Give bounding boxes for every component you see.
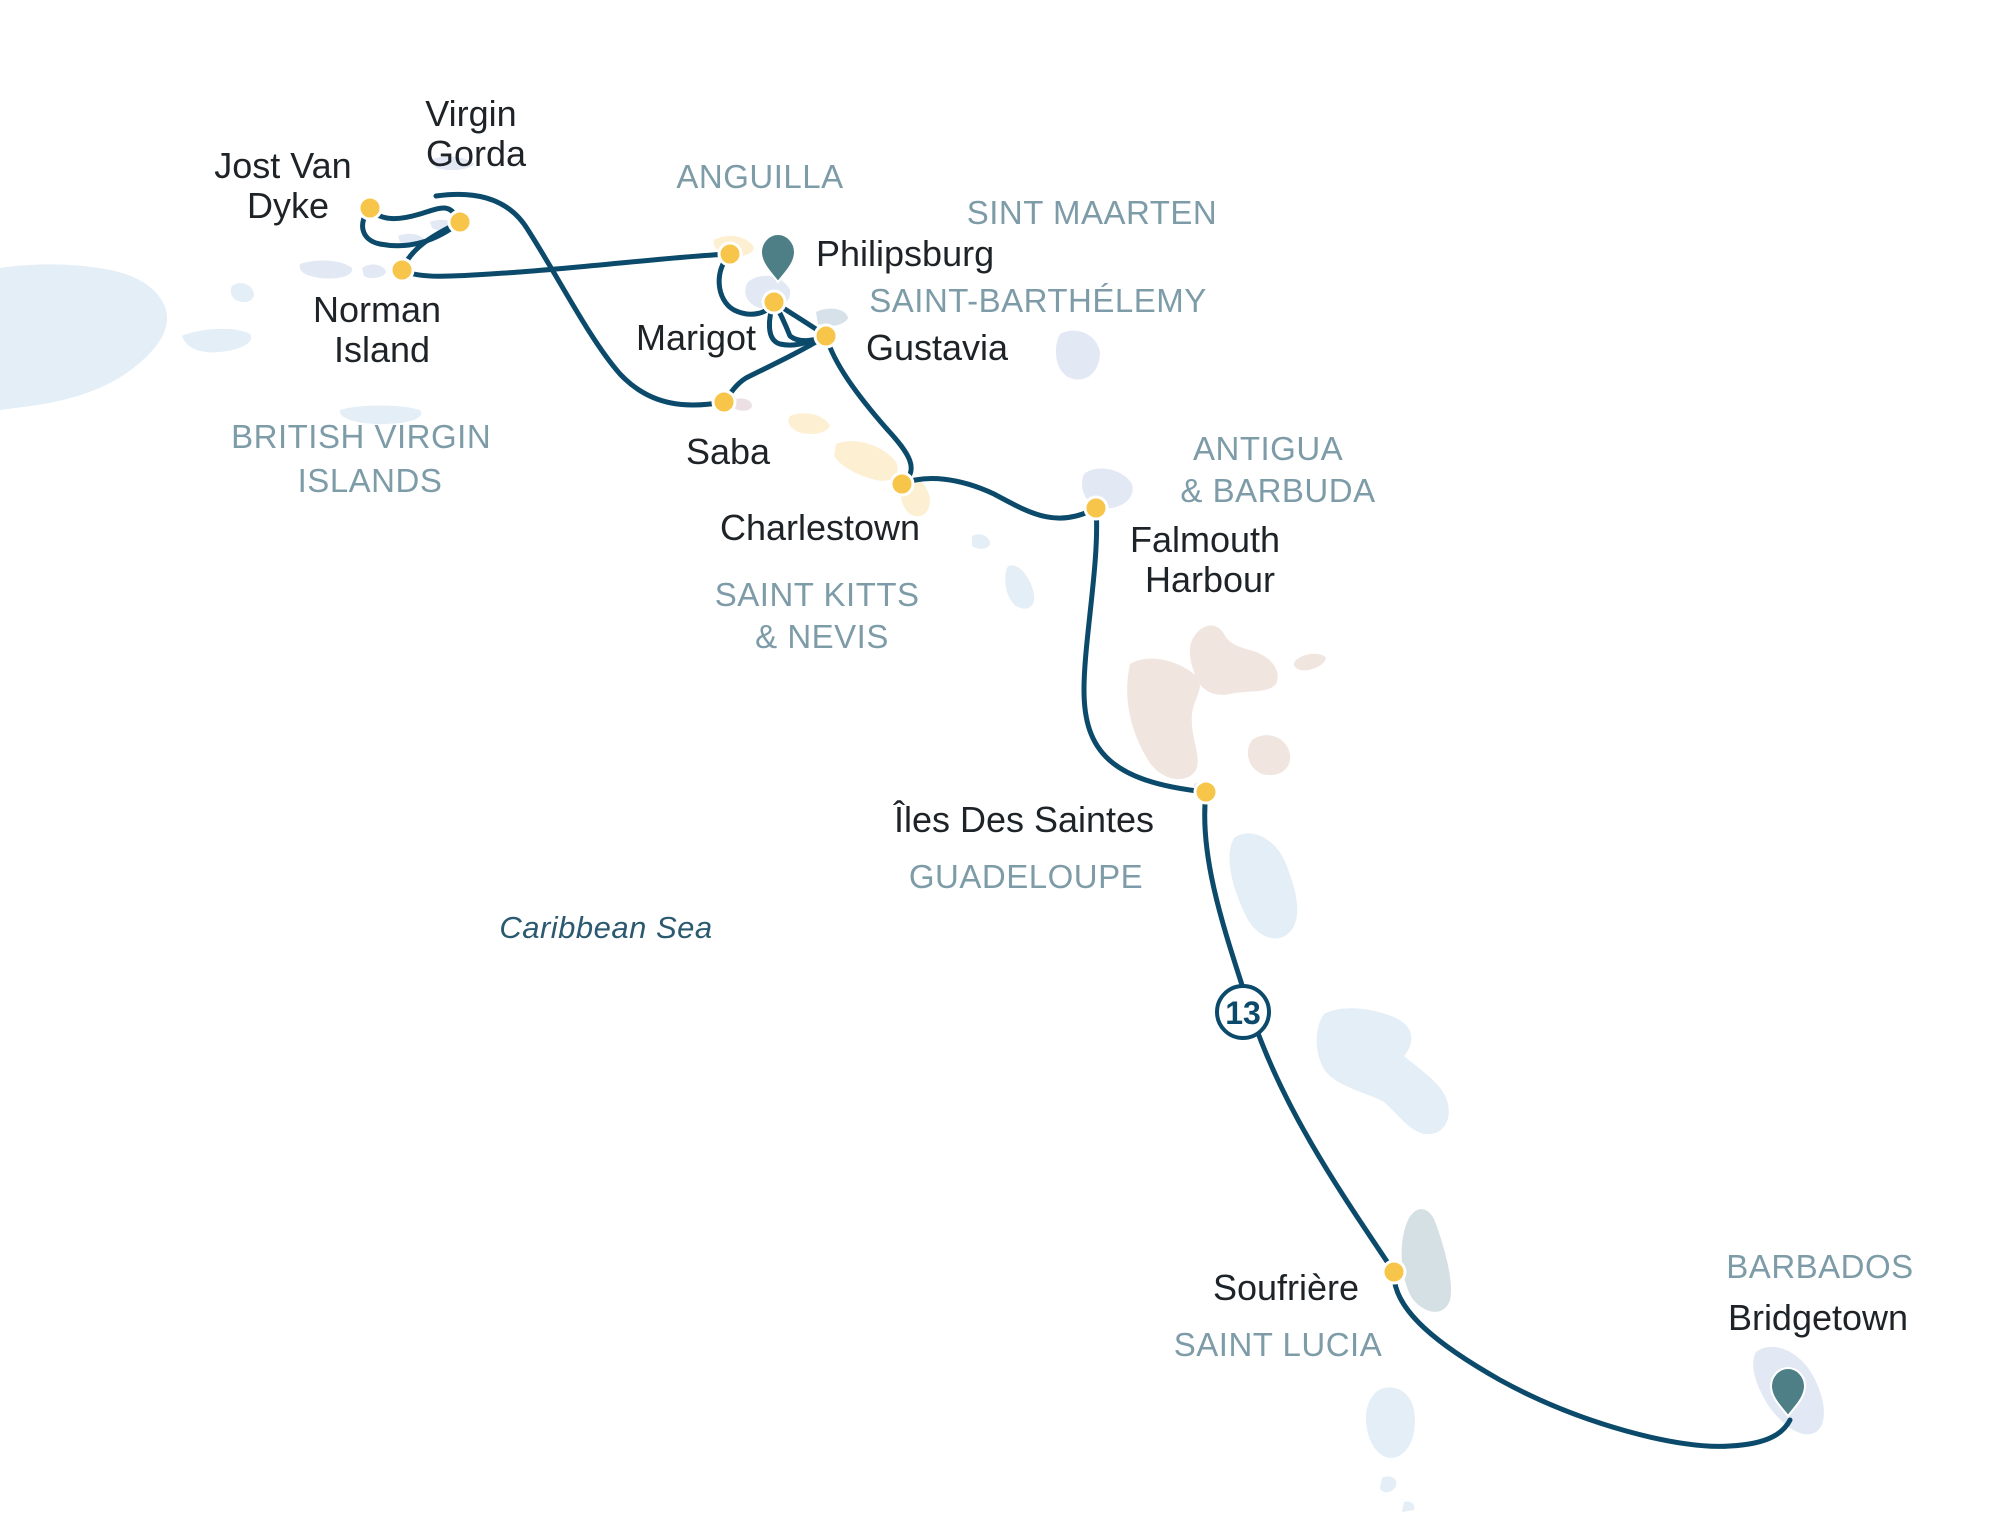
label-jost-van-dyke-line2: Dyke xyxy=(247,185,329,226)
route-segment-charlestown-falmouth xyxy=(899,476,1099,521)
island-guadeloupe-grande-terre xyxy=(1189,625,1278,695)
stop-anguilla-dot[interactable] xyxy=(717,241,743,267)
country-sint-maarten: SINT MAARTEN xyxy=(967,194,1218,231)
island-dominica xyxy=(1229,833,1298,939)
day-count-badge-text: 13 xyxy=(1225,995,1261,1031)
country-anguilla: ANGUILLA xyxy=(676,158,843,195)
islands-layer xyxy=(0,156,1824,1512)
label-norman-island-line1: Norman xyxy=(313,289,441,330)
start-pin[interactable] xyxy=(759,232,797,284)
day-count-badge: 13 xyxy=(1215,984,1271,1040)
island-bvi-south xyxy=(339,405,422,424)
island-saint-barthelemy xyxy=(816,308,848,326)
stop-charlestown-dot[interactable] xyxy=(889,471,915,497)
country-antigua-line1: ANTIGUA xyxy=(1193,430,1343,467)
stop-virgin-gorda-dot[interactable] xyxy=(447,209,473,235)
island-barbuda xyxy=(1055,330,1100,380)
map-pin-icon xyxy=(1769,1366,1807,1418)
stop-jost-van-dyke-dot[interactable] xyxy=(357,195,383,221)
island-saint-lucia xyxy=(1401,1209,1452,1312)
island-culebra xyxy=(230,283,254,302)
island-saint-kitts xyxy=(834,441,898,481)
label-jost-van-dyke-line1: Jost Van xyxy=(214,145,351,186)
country-bvi-line2: ISLANDS xyxy=(298,462,443,499)
label-saba: Saba xyxy=(686,431,771,472)
island-saba xyxy=(734,398,752,411)
island-anegada xyxy=(430,156,474,171)
country-saint-barthelemy: SAINT-BARTHÉLEMY xyxy=(869,282,1206,319)
label-jost-van-dyke: Jost Van Dyke xyxy=(214,145,361,226)
stop-soufriere-dot[interactable] xyxy=(1381,1259,1407,1285)
stop-marigot-dot[interactable] xyxy=(761,289,787,315)
label-soufriere: Soufrière xyxy=(1213,1267,1359,1308)
label-norman-island-line2: Island xyxy=(334,329,430,370)
label-virgin-gorda-line1: Virgin xyxy=(425,93,516,134)
label-falmouth-harbour: Falmouth Harbour xyxy=(1130,519,1290,600)
route-segment-vg-saba xyxy=(433,191,727,408)
stop-saba-dot[interactable] xyxy=(711,389,737,415)
route-segment-soufriere-bridgetown xyxy=(1391,1269,1793,1449)
day-count-badge-circle xyxy=(1215,984,1271,1040)
country-british-virgin-islands: BRITISH VIRGIN ISLANDS xyxy=(231,418,501,499)
stop-norman-island-dot[interactable] xyxy=(389,257,415,283)
country-saint-lucia: SAINT LUCIA xyxy=(1174,1326,1382,1363)
label-virgin-gorda-line2: Gorda xyxy=(426,133,527,174)
end-pin[interactable] xyxy=(1769,1366,1807,1418)
island-tortola xyxy=(299,260,353,279)
label-gustavia: Gustavia xyxy=(866,327,1009,368)
island-martinique xyxy=(1316,1008,1449,1135)
island-la-desirade xyxy=(1293,653,1326,671)
route-segment-falmouth-saintes xyxy=(1081,505,1209,795)
label-bridgetown: Bridgetown xyxy=(1728,1297,1908,1338)
stop-falmouth-harbour-dot[interactable] xyxy=(1083,495,1109,521)
island-puerto-rico xyxy=(0,264,168,410)
country-kitts-line2: & NEVIS xyxy=(755,618,889,655)
label-philipsburg: Philipsburg xyxy=(816,233,994,274)
label-marigot: Marigot xyxy=(636,317,756,358)
island-saint-vincent xyxy=(1366,1387,1415,1458)
route-segment-gustavia-charlestown xyxy=(823,333,914,487)
country-antigua-line2: & BARBUDA xyxy=(1180,472,1375,509)
port-stops xyxy=(357,195,1407,1285)
island-bvi-small-1 xyxy=(362,264,386,279)
country-kitts-line1: SAINT KITTS xyxy=(715,576,920,613)
stop-gustavia-dot[interactable] xyxy=(813,323,839,349)
route-segment-norman-anguilla xyxy=(399,251,733,279)
country-guadeloupe: GUADELOUPE xyxy=(909,858,1143,895)
label-falmouth-harbour-line1: Falmouth xyxy=(1130,519,1280,560)
sea-label: Caribbean Sea xyxy=(499,910,712,945)
stop-iles-des-saintes-dot[interactable] xyxy=(1193,779,1219,805)
island-marie-galante xyxy=(1247,735,1291,776)
island-redonda xyxy=(972,534,990,549)
label-virgin-gorda: Virgin Gorda xyxy=(425,93,527,174)
island-grenadines-1 xyxy=(1380,1476,1397,1493)
label-falmouth-harbour-line2: Harbour xyxy=(1145,559,1275,600)
map-pin-icon xyxy=(759,232,797,284)
island-statia xyxy=(788,413,830,434)
label-charlestown: Charlestown xyxy=(720,507,920,548)
island-grenadines-2 xyxy=(1402,1501,1415,1512)
port-labels: Jost Van Dyke Virgin Gorda Norman Island… xyxy=(214,93,1908,1338)
country-labels: ANGUILLA SINT MAARTEN SAINT-BARTHÉLEMY B… xyxy=(231,158,1913,1363)
label-iles-des-saintes: Îles Des Saintes xyxy=(893,799,1154,840)
route-segment-jvd-vg xyxy=(367,205,461,223)
island-guadeloupe-basse-terre xyxy=(1127,658,1200,780)
island-vieques xyxy=(182,328,252,353)
island-montserrat xyxy=(1005,565,1035,609)
country-saint-kitts-nevis: SAINT KITTS & NEVIS xyxy=(715,576,929,655)
country-barbados: BARBADOS xyxy=(1726,1248,1913,1285)
country-bvi-line1: BRITISH VIRGIN xyxy=(231,418,491,455)
country-antigua-barbuda: ANTIGUA & BARBUDA xyxy=(1180,430,1375,509)
label-norman-island: Norman Island xyxy=(313,289,451,370)
